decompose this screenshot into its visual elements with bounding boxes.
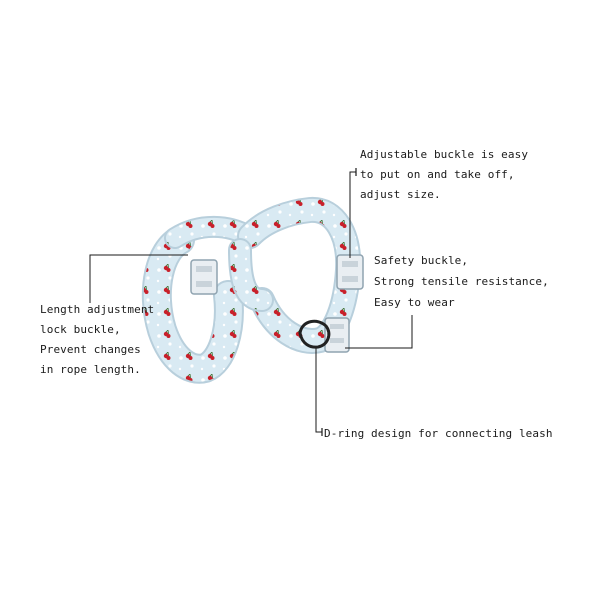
safety-buckle [324, 317, 350, 353]
leader-safety-buckle [345, 315, 413, 349]
callout-line: Safety buckle, [374, 254, 469, 267]
callout-safety-buckle: Safety buckle, Strong tensile resistance… [374, 250, 549, 313]
callout-d-ring: D-ring design for connecting leash [324, 424, 553, 444]
leader-adjustable-buckle [349, 171, 356, 258]
callout-line: Easy to wear [374, 296, 455, 309]
callout-adjustable-buckle: Adjustable buckle is easy to put on and … [360, 145, 528, 205]
callout-line: lock buckle, [40, 323, 121, 336]
callout-line: Strong tensile resistance, [374, 275, 549, 288]
callout-length-adjustment: Length adjustment lock buckle, Prevent c… [40, 300, 154, 380]
left-strap [141, 225, 244, 384]
leader-d-ring [315, 348, 322, 433]
callout-line: adjust size. [360, 188, 441, 201]
length-adjust-buckle [190, 259, 218, 295]
leader-ticks [321, 168, 357, 436]
adjustable-buckle [336, 254, 364, 290]
callout-line: D-ring design for connecting leash [324, 427, 553, 440]
callout-line: Prevent changes [40, 343, 141, 356]
callout-line: Length adjustment [40, 303, 155, 316]
callout-line: to put on and take off, [360, 168, 515, 181]
callout-line: Adjustable buckle is easy [360, 148, 529, 161]
d-ring [298, 319, 331, 349]
leader-length-buckle [89, 254, 188, 303]
leader-lines [89, 171, 413, 433]
callout-line: in rope length. [40, 363, 141, 376]
